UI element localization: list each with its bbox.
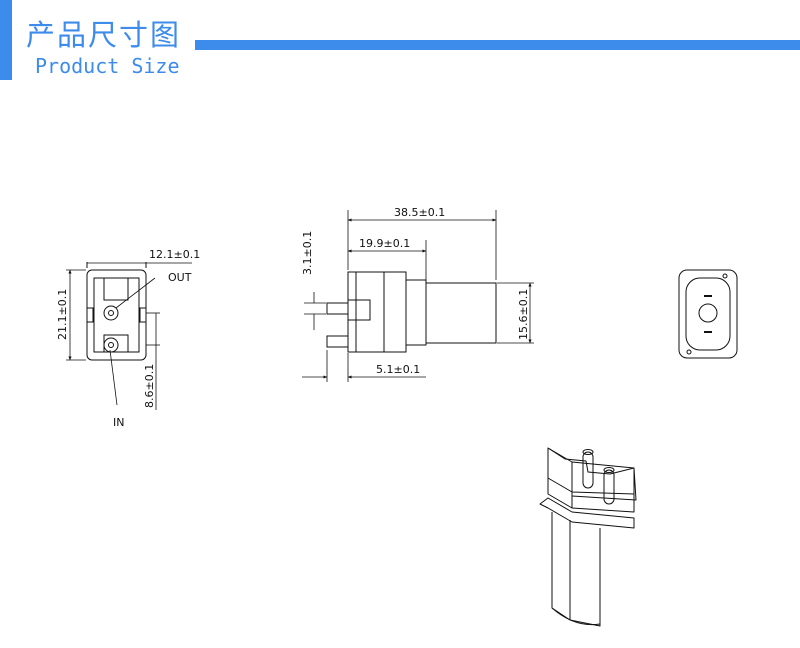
page-title-en: Product Size: [35, 54, 180, 78]
upper-port-tube: [326, 302, 349, 315]
motor-diameter-label: 15.6±0.1: [517, 289, 530, 340]
side-view: [302, 210, 534, 382]
rear-center-boss: [698, 303, 718, 323]
header-rule: [195, 40, 800, 50]
rear-screw-bottom: [686, 349, 692, 355]
iso-head-lip: [539, 497, 635, 529]
port-length-label: 3.1±0.1: [301, 231, 314, 275]
motor-body: [425, 282, 497, 344]
overall-length-label: 38.5±0.1: [394, 206, 445, 219]
port-offset-label: 5.1±0.1: [376, 363, 420, 376]
iso-head-front-face: [571, 461, 635, 513]
iso-port-tube-1-top: [582, 449, 594, 455]
rear-view: [678, 269, 738, 359]
iso-port-tube-2-top: [603, 467, 615, 473]
iso-head-left-face: [547, 447, 573, 509]
pump-head-slot: [348, 299, 371, 321]
in-leader: [109, 349, 118, 406]
out-port-label: OUT: [168, 271, 192, 284]
in-port-label: IN: [113, 416, 124, 429]
front-view: [66, 262, 192, 410]
rear-outer-frame: [678, 269, 738, 359]
port-spacing-label: 8.6±0.1: [143, 364, 156, 408]
out-port-circle: [103, 305, 119, 321]
front-right-tab: [139, 307, 147, 323]
iso-motor-base: [551, 607, 601, 626]
iso-motor-body: [551, 512, 601, 627]
iso-port-tube-2: [603, 469, 615, 505]
lower-port-tube: [326, 335, 349, 348]
rear-inner-plate: [685, 277, 731, 351]
out-port-hole: [108, 310, 114, 316]
out-leader: [115, 277, 156, 309]
front-height-label: 21.1±0.1: [56, 289, 69, 340]
in-port-hole: [108, 342, 114, 348]
isometric-view: [539, 447, 637, 627]
pump-head-body: [347, 271, 407, 353]
front-left-tab: [86, 307, 94, 323]
header-accent-bar: [0, 0, 12, 80]
in-port-circle: [103, 337, 119, 353]
head-length-label: 19.9±0.1: [359, 237, 410, 250]
front-width-label: 12.1±0.1: [149, 248, 200, 261]
pump-collar: [405, 279, 427, 346]
iso-head-band: [547, 477, 635, 495]
page-title-cn: 产品尺寸图: [26, 18, 182, 52]
front-body-outline: [86, 269, 147, 361]
rear-screw-top: [722, 273, 728, 279]
iso-port-tube-1: [582, 451, 594, 489]
iso-head-top: [547, 447, 637, 501]
